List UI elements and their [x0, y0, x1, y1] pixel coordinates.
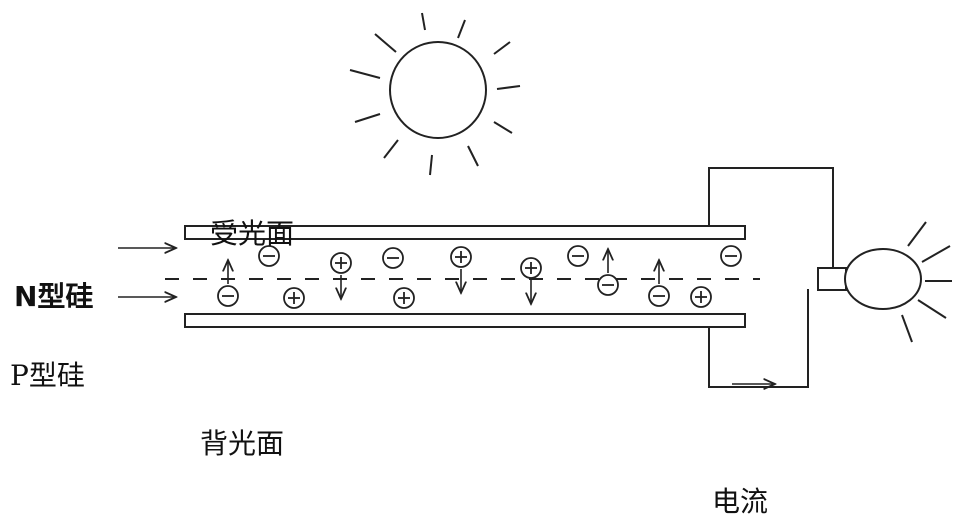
light-bulb-icon	[817, 221, 952, 343]
receiving-face-label: 受光面	[210, 217, 295, 250]
positive-charge-icon	[520, 257, 542, 304]
positive-charge-icon	[393, 287, 415, 309]
current-label: 电流	[712, 485, 769, 518]
back-face-label: 背光面	[200, 427, 285, 460]
n-type-silicon-label: N型硅	[14, 280, 94, 313]
sun-icon	[349, 12, 521, 176]
p-type-silicon-label: P型硅	[10, 359, 85, 392]
charge-carriers	[217, 245, 742, 309]
positive-charge-icon	[450, 246, 472, 293]
negative-charge-icon	[597, 249, 619, 296]
positive-charge-icon	[690, 286, 712, 308]
negative-charge-icon	[648, 260, 670, 307]
top-plate	[184, 225, 746, 240]
circuit-wire	[708, 289, 809, 388]
negative-charge-icon	[567, 245, 589, 267]
negative-charge-icon	[258, 245, 280, 267]
negative-charge-icon	[217, 260, 239, 307]
bottom-plate	[184, 313, 746, 328]
positive-charge-icon	[283, 287, 305, 309]
positive-charge-icon	[330, 252, 352, 299]
negative-charge-icon	[382, 247, 404, 269]
negative-charge-icon	[720, 245, 742, 267]
circuit-wire	[708, 167, 834, 270]
